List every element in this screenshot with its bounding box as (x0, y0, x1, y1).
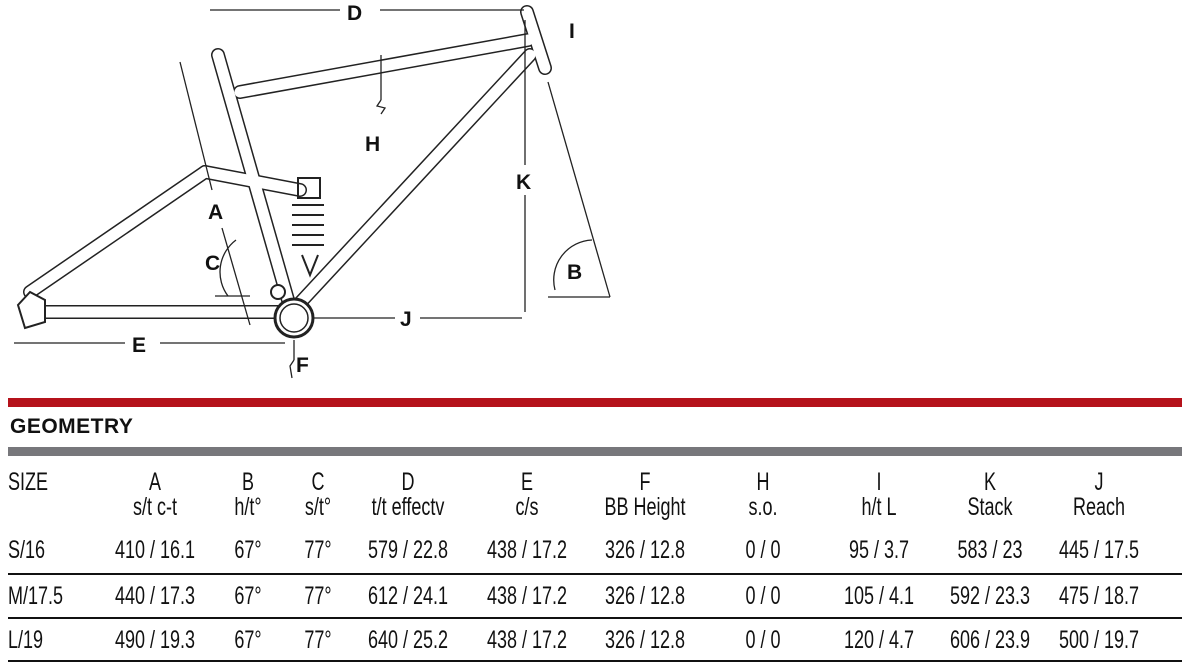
table-cell: 67° (234, 626, 262, 654)
column-letter-h: H (756, 468, 770, 496)
column-letter-i: I (876, 468, 882, 496)
column-sub-h: s.o. (748, 493, 778, 521)
label-j: J (400, 308, 412, 331)
column-sub-d: t/t effectv (371, 493, 445, 521)
geometry-title: GEOMETRY (10, 415, 134, 438)
table-cell: 326 / 12.8 (604, 582, 686, 610)
column-letter-e: E (520, 468, 534, 496)
table-cell: 500 / 19.7 (1058, 626, 1140, 654)
table-cell: 410 / 16.1 (114, 536, 196, 564)
frame-geometry-diagram: D I H K A C B J E F (14, 2, 611, 379)
column-sub-e: c/s (515, 493, 539, 521)
gray-divider (8, 447, 1182, 456)
row-divider (8, 660, 1182, 662)
table-cell: 77° (304, 626, 332, 654)
table-cell: 0 / 0 (745, 626, 781, 654)
red-divider (8, 398, 1182, 407)
row-size: S/16 (8, 536, 46, 564)
table-cell: 475 / 18.7 (1058, 582, 1140, 610)
table-cell: 105 / 4.1 (843, 582, 915, 610)
row-size: L/19 (8, 626, 44, 654)
table-cell: 490 / 19.3 (114, 626, 196, 654)
column-letter-d: D (401, 468, 415, 496)
label-b: B (567, 261, 582, 284)
column-letter-b: B (241, 468, 255, 496)
dimension-lines (14, 9, 611, 379)
table-cell: 440 / 17.3 (114, 582, 196, 610)
table-cell: 120 / 4.7 (843, 626, 915, 654)
table-cell: 67° (234, 582, 262, 610)
table-cell: 612 / 24.1 (367, 582, 449, 610)
table-cell: 438 / 17.2 (486, 536, 568, 564)
table-cell: 438 / 17.2 (486, 626, 568, 654)
column-sub-c: s/t° (304, 493, 332, 521)
column-sub-i: h/t L (861, 493, 897, 521)
label-h: H (365, 133, 380, 156)
table-cell: 326 / 12.8 (604, 536, 686, 564)
table-cell: 592 / 23.3 (949, 582, 1031, 610)
column-sub-a: s/t c-t (132, 493, 177, 521)
column-letter-k: K (983, 468, 997, 496)
label-d: D (347, 2, 362, 25)
row-size: M/17.5 (8, 582, 64, 610)
row-divider (8, 573, 1182, 575)
column-sub-b: h/t° (234, 493, 262, 521)
column-sub-f: BB Height (604, 493, 686, 521)
size-header: SIZE (8, 468, 49, 496)
table-cell: 583 / 23 (957, 536, 1023, 564)
column-letter-f: F (639, 468, 651, 496)
table-cell: 77° (304, 582, 332, 610)
label-f: F (296, 354, 309, 377)
frame-tubes (16, 5, 552, 339)
table-cell: 0 / 0 (745, 536, 781, 564)
table-cell: 77° (304, 536, 332, 564)
column-letter-c: C (311, 468, 325, 496)
column-letter-a: A (148, 468, 162, 496)
column-sub-k: Stack (967, 493, 1013, 521)
row-divider (8, 617, 1182, 619)
rear-shock (292, 177, 324, 278)
table-cell: 640 / 25.2 (367, 626, 449, 654)
column-sub-j: Reach (1072, 493, 1126, 521)
table-cell: 67° (234, 536, 262, 564)
label-c: C (205, 252, 220, 275)
table-cell: 606 / 23.9 (949, 626, 1031, 654)
label-k: K (516, 171, 531, 194)
column-letter-j: J (1094, 468, 1104, 496)
table-cell: 579 / 22.8 (367, 536, 449, 564)
label-a: A (208, 201, 223, 224)
table-cell: 438 / 17.2 (486, 582, 568, 610)
table-cell: 0 / 0 (745, 582, 781, 610)
table-cell: 445 / 17.5 (1058, 536, 1140, 564)
label-e: E (132, 334, 146, 357)
label-i: I (569, 20, 575, 43)
table-cell: 95 / 3.7 (848, 536, 910, 564)
table-cell: 326 / 12.8 (604, 626, 686, 654)
